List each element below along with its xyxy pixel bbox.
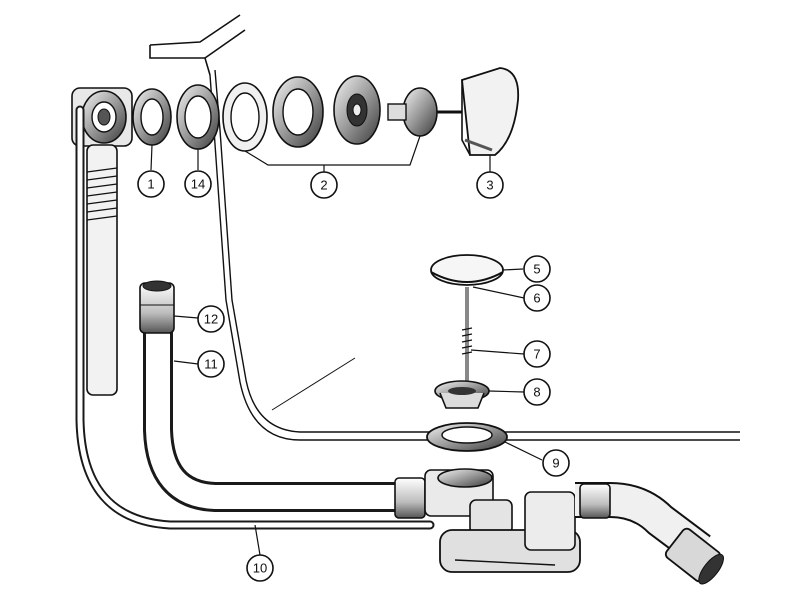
ring-1 — [132, 88, 172, 146]
svg-text:1: 1 — [147, 177, 154, 192]
svg-text:9: 9 — [552, 456, 559, 471]
spindle-2d — [387, 87, 462, 137]
gasket-14 — [176, 84, 220, 150]
svg-text:3: 3 — [486, 178, 493, 193]
svg-text:6: 6 — [533, 291, 540, 306]
plug-stem-6-7 — [461, 287, 473, 390]
drain-pipe-11 — [143, 285, 425, 512]
leader-lines — [150, 135, 543, 556]
trap-assembly — [394, 468, 725, 585]
callout-8: 8 — [523, 378, 551, 406]
callout-7: 7 — [523, 340, 551, 368]
svg-text:12: 12 — [204, 312, 218, 327]
flange-2a — [222, 82, 268, 152]
callout-12: 12 — [197, 305, 225, 333]
bowden-cable-10 — [75, 105, 435, 530]
svg-text:7: 7 — [533, 347, 540, 362]
svg-text:14: 14 — [191, 177, 205, 192]
drain-flange-8 — [434, 380, 490, 409]
svg-text:2: 2 — [320, 178, 327, 193]
plug-cap-5 — [430, 254, 504, 286]
bathtub-outline — [149, 14, 740, 441]
gasket-9 — [426, 422, 508, 452]
callout-2: 2 — [310, 171, 338, 199]
callout-14: 14 — [184, 170, 212, 198]
pipe-connector-12 — [139, 280, 175, 334]
overflow-body — [71, 87, 133, 147]
callout-3: 3 — [476, 171, 504, 199]
svg-text:11: 11 — [204, 357, 218, 372]
svg-text:5: 5 — [533, 262, 540, 277]
overflow-hose — [86, 144, 118, 396]
rosette-2c — [333, 75, 381, 145]
handle-3 — [461, 67, 520, 156]
callout-5: 5 — [523, 255, 551, 283]
callout-1: 1 — [137, 170, 165, 198]
callout-11: 11 — [197, 350, 225, 378]
ring-2b — [272, 76, 324, 148]
svg-text:8: 8 — [533, 385, 540, 400]
callout-9: 9 — [542, 449, 570, 477]
callout-10: 10 — [246, 554, 274, 582]
callout-6: 6 — [523, 284, 551, 312]
svg-text:10: 10 — [253, 561, 267, 576]
